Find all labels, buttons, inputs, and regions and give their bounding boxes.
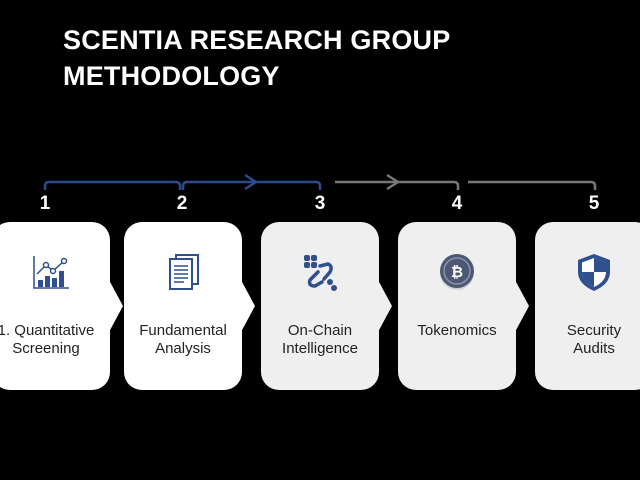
step-number-3: 3 — [314, 193, 326, 214]
connector-1-2 — [43, 180, 182, 190]
title-line-2: METHODOLOGY — [63, 61, 280, 91]
connector-4-5 — [468, 180, 597, 190]
arrow-head-grey — [386, 173, 401, 191]
blockchain-link-icon — [304, 255, 337, 291]
svg-text:₿: ₿ — [451, 263, 463, 281]
step-number-4: 4 — [451, 193, 463, 214]
title-line-1: SCENTIA RESEARCH GROUP — [63, 25, 451, 55]
connector-lines — [43, 173, 597, 191]
connector-2-3 — [181, 180, 322, 190]
documents-icon — [169, 254, 199, 290]
bitcoin-coin-icon: ₿ — [440, 254, 474, 290]
step-card-tokenomics: ₿ Tokenomics — [398, 222, 529, 390]
step-number-1: 1 — [39, 193, 51, 214]
connector-3-4 — [335, 180, 460, 190]
shield-icon — [578, 254, 610, 291]
step-label: Tokenomics — [417, 322, 497, 339]
page-title: SCENTIA RESEARCH GROUP METHODOLOGY — [63, 22, 450, 94]
step-number-2: 2 — [176, 193, 188, 214]
arrow-head-blue — [244, 173, 259, 191]
bar-line-chart-icon — [33, 256, 69, 289]
step-number-5: 5 — [588, 193, 600, 214]
